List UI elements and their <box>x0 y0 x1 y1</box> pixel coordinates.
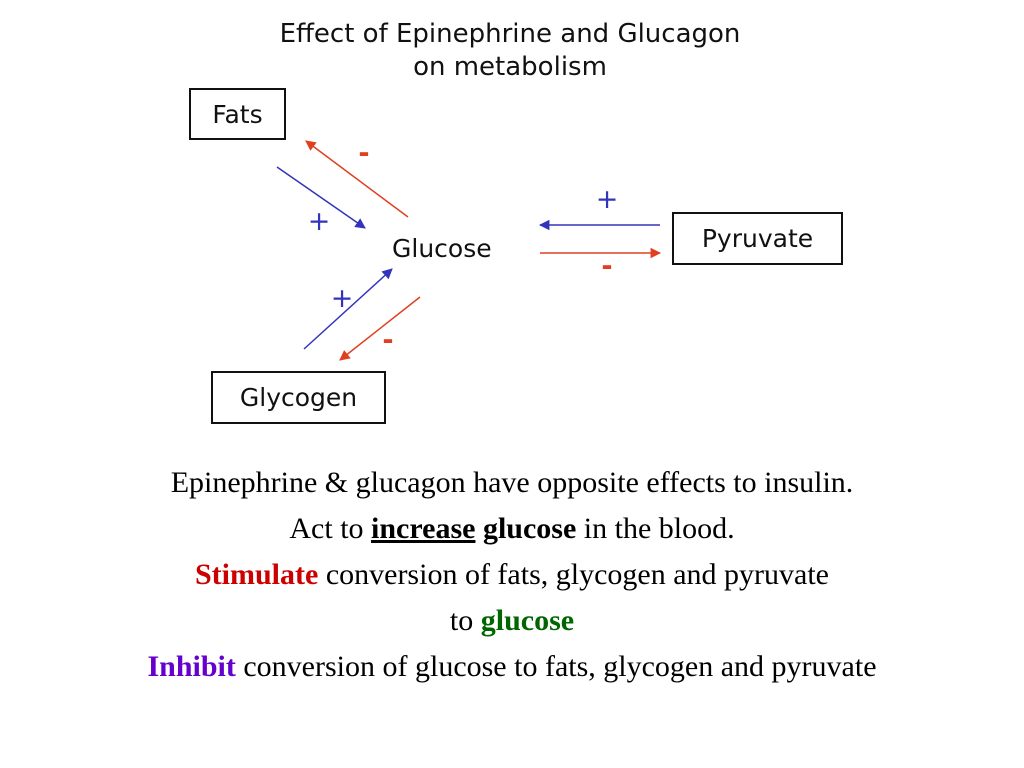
node-fats-label: Fats <box>212 99 263 129</box>
diagram-title-line1: Effect of Epinephrine and Glucagon <box>279 19 741 49</box>
node-glycogen: Glycogen <box>211 371 386 424</box>
caption-line-4-prefix: to <box>449 604 481 637</box>
arrow-fats-to-glucose <box>276 166 366 229</box>
caption-line-2-suffix: in the blood. <box>576 512 735 545</box>
caption-line-4: to glucose <box>0 598 1024 644</box>
caption-inhibit: Inhibit <box>147 650 236 683</box>
caption-line-1: Epinephrine & glucagon have opposite eff… <box>0 460 1024 506</box>
sign-glycogen-to-glucose: + <box>330 283 354 314</box>
diagram-title: Effect of Epinephrine and Glucagon on me… <box>200 18 820 84</box>
sign-fats-to-glucose: + <box>307 206 331 237</box>
sign-pyruvate-to-glucose: + <box>595 184 619 215</box>
caption-line-2-prefix: Act to <box>289 512 372 545</box>
node-pyruvate: Pyruvate <box>672 212 843 265</box>
arrow-glucose-to-fats <box>305 140 409 218</box>
caption-line-2: Act to increase glucose in the blood. <box>0 506 1024 552</box>
node-pyruvate-label: Pyruvate <box>701 224 814 253</box>
caption-stimulate: Stimulate <box>194 558 319 591</box>
sign-glucose-to-fats: - <box>358 138 370 169</box>
caption-line-3: Stimulate conversion of fats, glycogen a… <box>0 552 1024 598</box>
caption-line-3-rest: conversion of fats, glycogen and pyruvat… <box>318 558 829 591</box>
sign-glucose-to-glycogen: - <box>382 325 394 356</box>
arrow-glycogen-to-glucose <box>303 268 393 350</box>
caption: Epinephrine & glucagon have opposite eff… <box>0 460 1024 690</box>
caption-increase: increase <box>371 512 476 545</box>
caption-glucose-green: glucose <box>480 604 575 637</box>
caption-line-5: Inhibit conversion of glucose to fats, g… <box>0 644 1024 690</box>
node-glycogen-label: Glycogen <box>239 383 358 412</box>
node-fats: Fats <box>189 88 286 140</box>
sign-glucose-to-pyruvate: - <box>601 251 613 282</box>
caption-line-1-text: Epinephrine & glucagon have opposite eff… <box>170 466 854 499</box>
caption-line-5-rest: conversion of glucose to fats, glycogen … <box>235 650 877 683</box>
caption-glucose-bold: glucose <box>482 512 577 545</box>
diagram-title-line2: on metabolism <box>413 52 607 82</box>
pathway-arrows <box>276 140 662 361</box>
node-glucose: Glucose <box>392 234 492 263</box>
arrow-glucose-to-glycogen <box>339 296 421 361</box>
